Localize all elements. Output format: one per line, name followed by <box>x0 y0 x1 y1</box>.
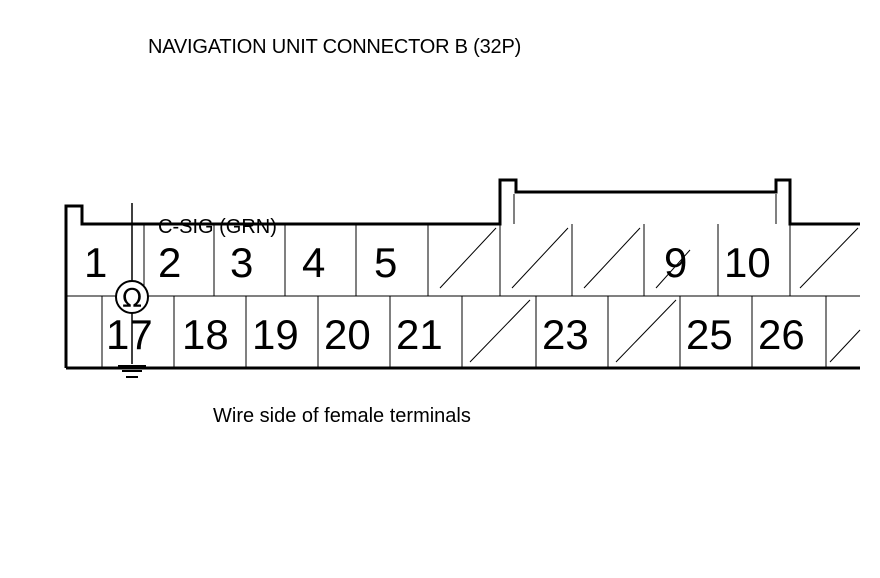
connector-outline <box>64 178 860 370</box>
pin-labels: 1 2 3 4 5 9 10 17 18 19 20 21 23 25 26 <box>84 239 805 358</box>
pin-label: 4 <box>302 239 325 286</box>
pin-label: 25 <box>686 311 733 358</box>
pin-label: 10 <box>724 239 771 286</box>
wire-label: C-SIG (GRN) <box>158 216 277 238</box>
pin-label: 1 <box>84 239 107 286</box>
pin-label: 26 <box>758 311 805 358</box>
bottom-row <box>101 296 861 368</box>
empty-cavity-mark <box>583 227 641 289</box>
pin-label: 23 <box>542 311 589 358</box>
empty-cavity-mark <box>469 299 531 363</box>
empty-cavity-mark <box>799 227 859 289</box>
pin-label: 18 <box>182 311 229 358</box>
pin-label: 17 <box>106 311 153 358</box>
svg-text:Ω: Ω <box>122 284 142 314</box>
pin-label: 19 <box>252 311 299 358</box>
pin-label: 2 <box>158 239 181 286</box>
pin-label: 21 <box>396 311 443 358</box>
ground-icon <box>118 365 146 378</box>
pin-label: 9 <box>664 239 687 286</box>
empty-cavity-mark <box>615 299 677 363</box>
top-row <box>143 224 859 296</box>
pin-label: 20 <box>324 311 371 358</box>
empty-cavity-mark <box>829 329 861 363</box>
empty-cavity-mark <box>439 227 497 289</box>
pin-label: 5 <box>374 239 397 286</box>
pin-label: 3 <box>230 239 253 286</box>
empty-cavity-mark <box>511 227 569 289</box>
empty-cavity-mark <box>655 249 691 289</box>
ohm-meter-icon: Ω <box>115 203 149 364</box>
diagram-title: NAVIGATION UNIT CONNECTOR B (32P) <box>148 36 522 58</box>
diagram-caption: Wire side of female terminals <box>213 405 471 427</box>
